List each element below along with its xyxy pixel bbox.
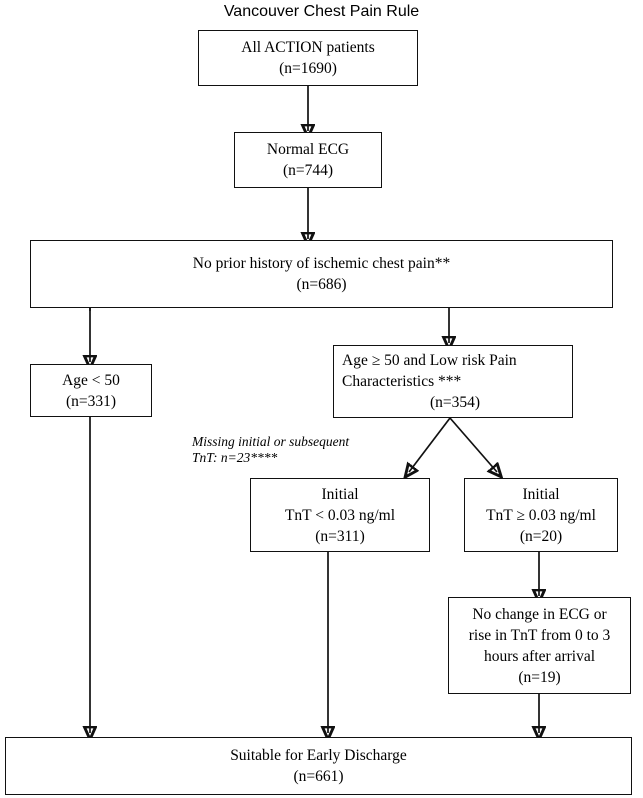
node-no-prior-history-count: (n=686) (296, 276, 347, 293)
node-normal-ecg-count: (n=744) (282, 162, 334, 179)
node-tnt-low-line2: TnT < 0.03 ng/ml (284, 506, 396, 524)
node-age-ge-50-line1: Age ≥ 50 and Low risk Pain (342, 352, 517, 369)
node-age-ge-50-line2: Characteristics *** (342, 373, 462, 390)
node-all-patients-count: (n=1690) (279, 60, 337, 77)
node-all-patients[interactable]: All ACTION patients (n=1690) (198, 30, 418, 86)
node-suitable-discharge[interactable]: Suitable for Early Discharge (n=661) (5, 737, 632, 795)
node-tnt-low[interactable]: Initial TnT < 0.03 ng/ml (n=311) (250, 478, 430, 552)
node-tnt-low-count: (n=311) (315, 527, 365, 545)
node-no-change-ecg-count: (n=19) (518, 668, 561, 686)
edge-agege50-to-tntlow (409, 417, 451, 472)
node-no-change-ecg-line2: rise in TnT from 0 to 3 (468, 626, 611, 644)
node-tnt-high-line1: Initial (522, 485, 560, 503)
edge-agege50-to-tnthigh (449, 417, 497, 472)
node-suitable-discharge-count: (n=661) (293, 768, 344, 785)
node-tnt-low-line1: Initial (321, 485, 359, 503)
page-title: Vancouver Chest Pain Rule (223, 3, 420, 20)
node-tnt-high-count: (n=20) (519, 527, 563, 545)
node-normal-ecg-label: Normal ECG (266, 141, 350, 158)
annotation-missing-tnt: Missing initial or subsequent TnT: n=23*… (192, 434, 349, 466)
node-tnt-high[interactable]: Initial TnT ≥ 0.03 ng/ml (n=20) (464, 478, 618, 552)
node-no-change-ecg[interactable]: No change in ECG or rise in TnT from 0 t… (448, 597, 631, 694)
node-no-prior-history-label: No prior history of ischemic chest pain*… (192, 255, 451, 272)
node-no-prior-history[interactable]: No prior history of ischemic chest pain*… (30, 240, 613, 308)
node-age-ge-50-count: (n=354) (429, 394, 481, 411)
node-age-lt-50-label: Age < 50 (62, 371, 120, 389)
node-age-lt-50[interactable]: Age < 50 (n=331) (30, 364, 152, 417)
node-age-lt-50-count: (n=331) (65, 392, 117, 410)
node-all-patients-label: All ACTION patients (241, 39, 375, 56)
node-suitable-discharge-label: Suitable for Early Discharge (230, 747, 407, 764)
node-normal-ecg[interactable]: Normal ECG (n=744) (234, 132, 382, 188)
node-tnt-high-line2: TnT ≥ 0.03 ng/ml (486, 506, 596, 524)
node-age-ge-50[interactable]: Age ≥ 50 and Low risk Pain Characteristi… (333, 345, 573, 418)
node-no-change-ecg-line3: hours after arrival (483, 647, 596, 665)
annotation-missing-tnt-line1: Missing initial or subsequent (192, 434, 350, 449)
annotation-missing-tnt-line2: TnT: n=23**** (192, 450, 278, 465)
node-no-change-ecg-line1: No change in ECG or (472, 605, 607, 623)
